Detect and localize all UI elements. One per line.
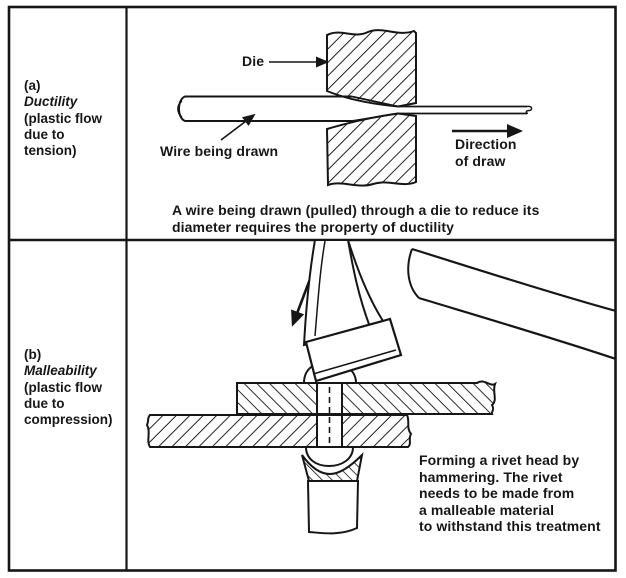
hammer-eye-cap [407, 248, 420, 299]
rivet-bottom-head [304, 446, 355, 468]
dolly-block [306, 480, 360, 535]
caption-line: hammering. The rivet [419, 468, 563, 485]
caption-line: diameter requires the property of ductil… [172, 218, 455, 235]
wire-thin [398, 105, 527, 115]
panel-b-subtitle-line: due to [24, 395, 65, 411]
panel-a-row-label: (a) Ductility (plastic flow due to tensi… [24, 78, 102, 159]
panel-a-term: Ductility [24, 94, 78, 110]
caption-line: to withstand this treatment [419, 518, 601, 535]
panel-b-subtitle-line: compression) [24, 412, 113, 428]
draw-direction-line: Direction [455, 136, 517, 152]
hammer-head-chamfer-line [312, 349, 397, 375]
panel-b-caption: Forming a rivet head by hammering. The r… [419, 452, 601, 535]
rivet-illustration [145, 239, 617, 535]
die-illustration [177, 29, 533, 187]
panel-a-subtitle-line: tension) [24, 143, 77, 159]
draw-direction-label: Direction of draw [455, 136, 517, 169]
panel-b-id: (b) [24, 347, 42, 362]
wire-pointer-arrow [220, 113, 256, 141]
panel-a-id: (a) [24, 78, 41, 93]
figure-frame [7, 5, 617, 572]
hammer-handle-bottom-edge [418, 296, 617, 361]
panel-a-subtitle-line: (plastic flow [24, 110, 103, 126]
panel-b-term: Malleability [24, 363, 97, 379]
panel-a-caption: A wire being drawn (pulled) through a di… [172, 202, 539, 235]
wire-thin-end-curl [525, 105, 533, 114]
caption-line: a malleable material [419, 501, 555, 518]
wire-taper [351, 95, 399, 122]
lower-plate [145, 414, 413, 448]
caption-line: needs to be made from [419, 485, 575, 502]
hammer-handle-top-edge [411, 247, 617, 313]
panel-b-row-label: (b) Malleability (plastic flow due to co… [24, 347, 113, 428]
panel-b-subtitle-line: (plastic flow [24, 379, 103, 395]
wire-rod-end-curl [177, 100, 183, 118]
caption-line: A wire being drawn (pulled) through a di… [172, 202, 540, 218]
hammer-neck-inner-line [314, 240, 326, 337]
caption-line: Forming a rivet head by [419, 452, 580, 468]
dolly-cradle [301, 451, 364, 482]
wire-rod [178, 95, 352, 122]
hammer-head [304, 317, 403, 383]
die-lower-block [325, 112, 417, 187]
die-label: Die [242, 53, 265, 69]
die-upper-block [326, 29, 417, 108]
wire-label: Wire being drawn [160, 143, 279, 159]
draw-direction-line: of draw [455, 152, 506, 169]
upper-plate [236, 380, 497, 415]
panel-a-subtitle-line: due to [24, 126, 65, 142]
